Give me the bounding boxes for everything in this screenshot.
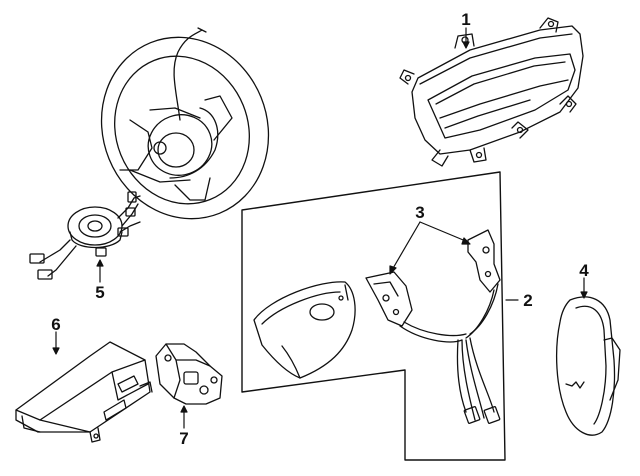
steering-wheel-icon <box>75 12 296 244</box>
driver-airbag-cover-icon <box>254 282 355 378</box>
airbag-harness-brackets-icon <box>366 230 500 424</box>
impact-sensor-icon <box>156 344 222 404</box>
callout-6: 6 <box>51 315 60 334</box>
airbag-kit-panel <box>242 172 505 460</box>
passenger-airbag-module <box>400 18 583 166</box>
callout-2: 2 <box>523 291 532 310</box>
side-airbag-icon <box>557 297 620 435</box>
callout-5: 5 <box>95 283 104 302</box>
callout-7: 7 <box>179 429 188 448</box>
clockspring-icon <box>30 192 140 279</box>
airbag-control-module-icon <box>16 342 152 442</box>
callout-leaders <box>53 28 587 428</box>
callout-3: 3 <box>415 203 424 222</box>
callout-4: 4 <box>579 261 589 280</box>
callout-1: 1 <box>461 10 470 29</box>
